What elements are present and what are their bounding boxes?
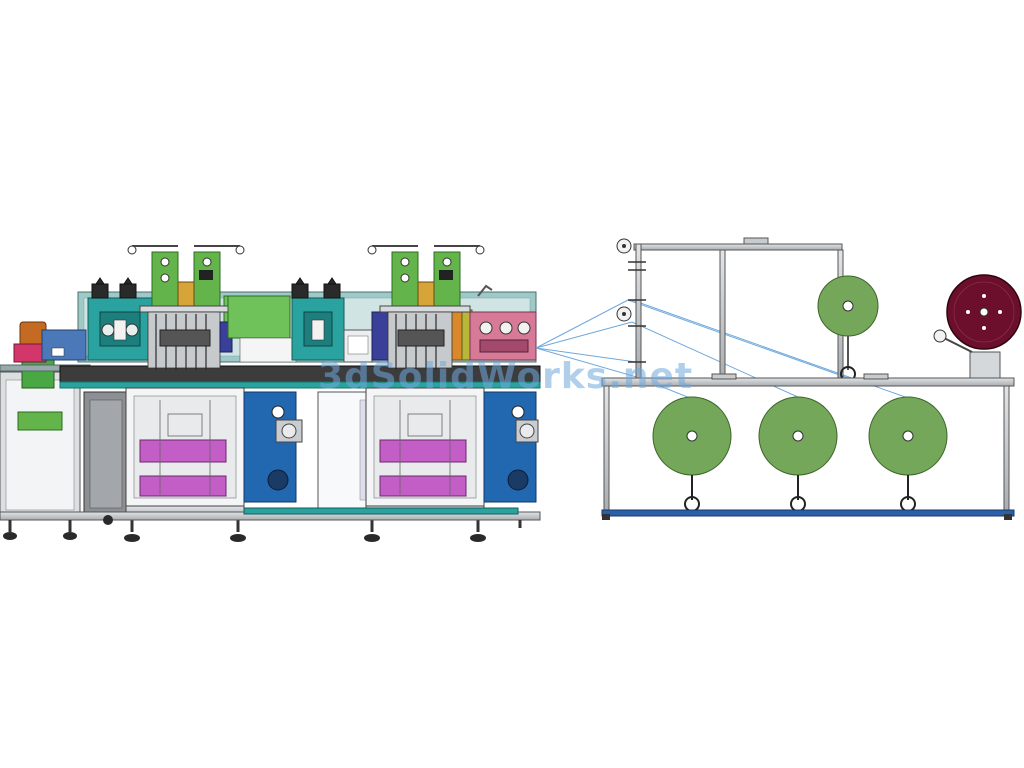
infeed-unit [0, 321, 91, 518]
material-unwinding-rack [601, 237, 1022, 520]
rack-main-beam [601, 377, 1015, 387]
welding-station-1 [87, 245, 281, 542]
magenta-tray-2 [379, 439, 467, 463]
magenta-tray-1 [139, 439, 227, 463]
infeed-green-panel [17, 411, 63, 431]
rack-bottom-rail [601, 509, 1015, 517]
watermark: 3dSolidWorks.net [318, 356, 694, 397]
mask-production-machine [0, 245, 541, 542]
maroon-roll-unit [933, 274, 1022, 379]
blue-cabinet-2 [483, 391, 539, 503]
blue-cabinet-1 [243, 391, 303, 503]
pink-roller-unit [469, 284, 537, 361]
